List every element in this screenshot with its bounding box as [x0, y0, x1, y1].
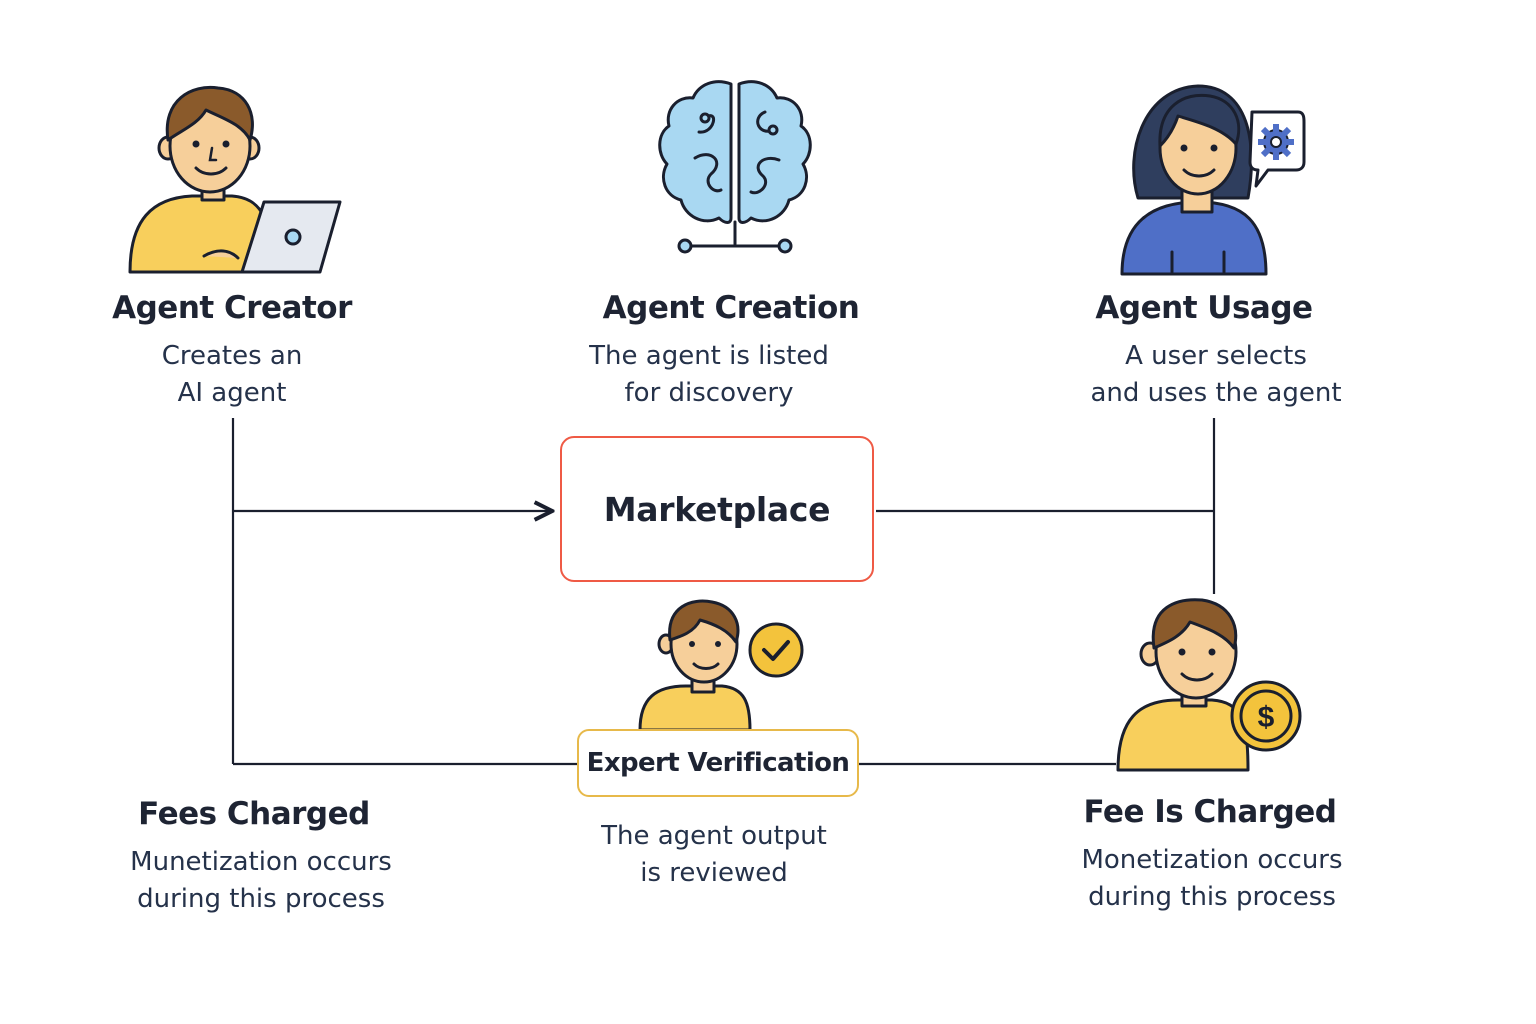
agent-usage-desc: A user selects and uses the agent	[1090, 341, 1342, 408]
expert-verification-desc: The agent output is reviewed	[601, 821, 827, 888]
fees-charged-desc: Munetization occurs during this process	[130, 847, 392, 914]
person-with-dollar-coin-icon: $	[1116, 598, 1302, 772]
brain-circuit-icon	[658, 80, 812, 254]
agent-creation-desc: The agent is listed for discovery	[589, 341, 829, 408]
agent-creator-desc: Creates an AI agent	[161, 341, 303, 408]
dollar-sign-icon: $	[1258, 701, 1275, 734]
developer-with-laptop-icon	[128, 85, 342, 274]
agent-creator-title: Agent Creator	[112, 290, 352, 326]
expert-with-checkmark-icon	[638, 599, 804, 732]
expert-verification-label: Expert Verification	[586, 748, 850, 778]
agent-creation-title: Agent Creation	[602, 290, 860, 326]
fee-is-charged-desc: Monetization occurs during this process	[1081, 845, 1343, 912]
marketplace-label: Marketplace	[603, 489, 831, 529]
fees-charged-title: Fees Charged	[138, 796, 370, 832]
marketplace-box: Marketplace	[560, 436, 874, 582]
expert-verification-box: Expert Verification	[577, 729, 859, 797]
gear-icon	[1258, 124, 1294, 160]
agent-usage-title: Agent Usage	[1095, 290, 1313, 326]
fee-is-charged-title: Fee Is Charged	[1083, 794, 1337, 830]
user-with-gear-bubble-icon	[1120, 84, 1306, 276]
